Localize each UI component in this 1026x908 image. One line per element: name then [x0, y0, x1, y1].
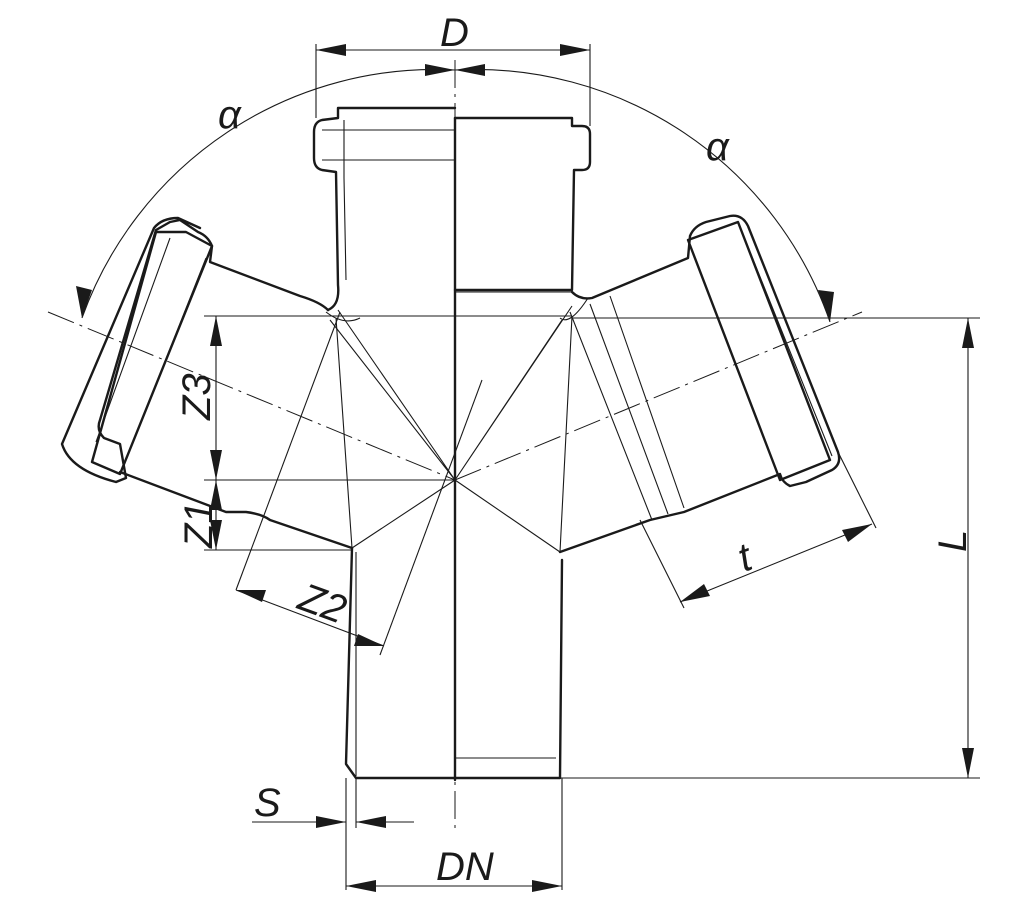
- alpha-right-arc: [454, 68, 831, 323]
- left-socket-outer: [60, 216, 330, 484]
- label-Z2: Z2: [292, 575, 352, 633]
- top-socket-right-half: [453, 116, 592, 292]
- body-side-lines: [335, 315, 573, 553]
- alpha-left-arc: [81, 68, 456, 319]
- left-socket-lower-wall: [118, 470, 354, 550]
- body: [235, 297, 589, 656]
- left-socket-collar: [90, 230, 214, 476]
- label-S: S: [254, 781, 281, 825]
- label-DN: DN: [436, 845, 494, 889]
- dimension-Z3-Z1: Z3 Z1: [175, 315, 455, 551]
- right-branch-socket: [558, 214, 841, 554]
- dimension-DN: DN: [346, 778, 563, 892]
- dimension-L: L: [560, 317, 980, 779]
- left-branch-end-line: [379, 379, 483, 656]
- right-socket-inner-lines: [569, 231, 833, 521]
- left-socket-depth-line: [235, 311, 341, 591]
- top-socket-inner: [322, 120, 455, 281]
- dimension-t: t: [639, 451, 877, 609]
- label-alpha-right: α: [706, 125, 730, 169]
- label-alpha-left: α: [218, 93, 242, 137]
- left-socket-inner-lines: [95, 237, 207, 471]
- dimension-S: S: [252, 778, 414, 890]
- body-intersection-lines: [329, 305, 573, 553]
- right-socket-collar: [686, 220, 832, 482]
- top-socket-left-half: [312, 106, 457, 312]
- label-t: t: [732, 535, 759, 581]
- left-branch-socket: [60, 216, 354, 550]
- dimension-Z2: Z2: [235, 575, 385, 647]
- top-socket: [312, 106, 592, 782]
- label-Z1: Z1: [177, 501, 221, 549]
- body-fillets: [325, 297, 589, 322]
- right-socket-outer: [558, 214, 841, 554]
- left-branch-axis: [47, 311, 456, 481]
- label-Z3: Z3: [175, 373, 219, 421]
- spigot-inner: [355, 552, 556, 776]
- label-L: L: [931, 530, 975, 552]
- label-D: D: [440, 11, 469, 55]
- right-branch-axis: [454, 311, 863, 481]
- dimension-alpha: α α: [76, 68, 834, 323]
